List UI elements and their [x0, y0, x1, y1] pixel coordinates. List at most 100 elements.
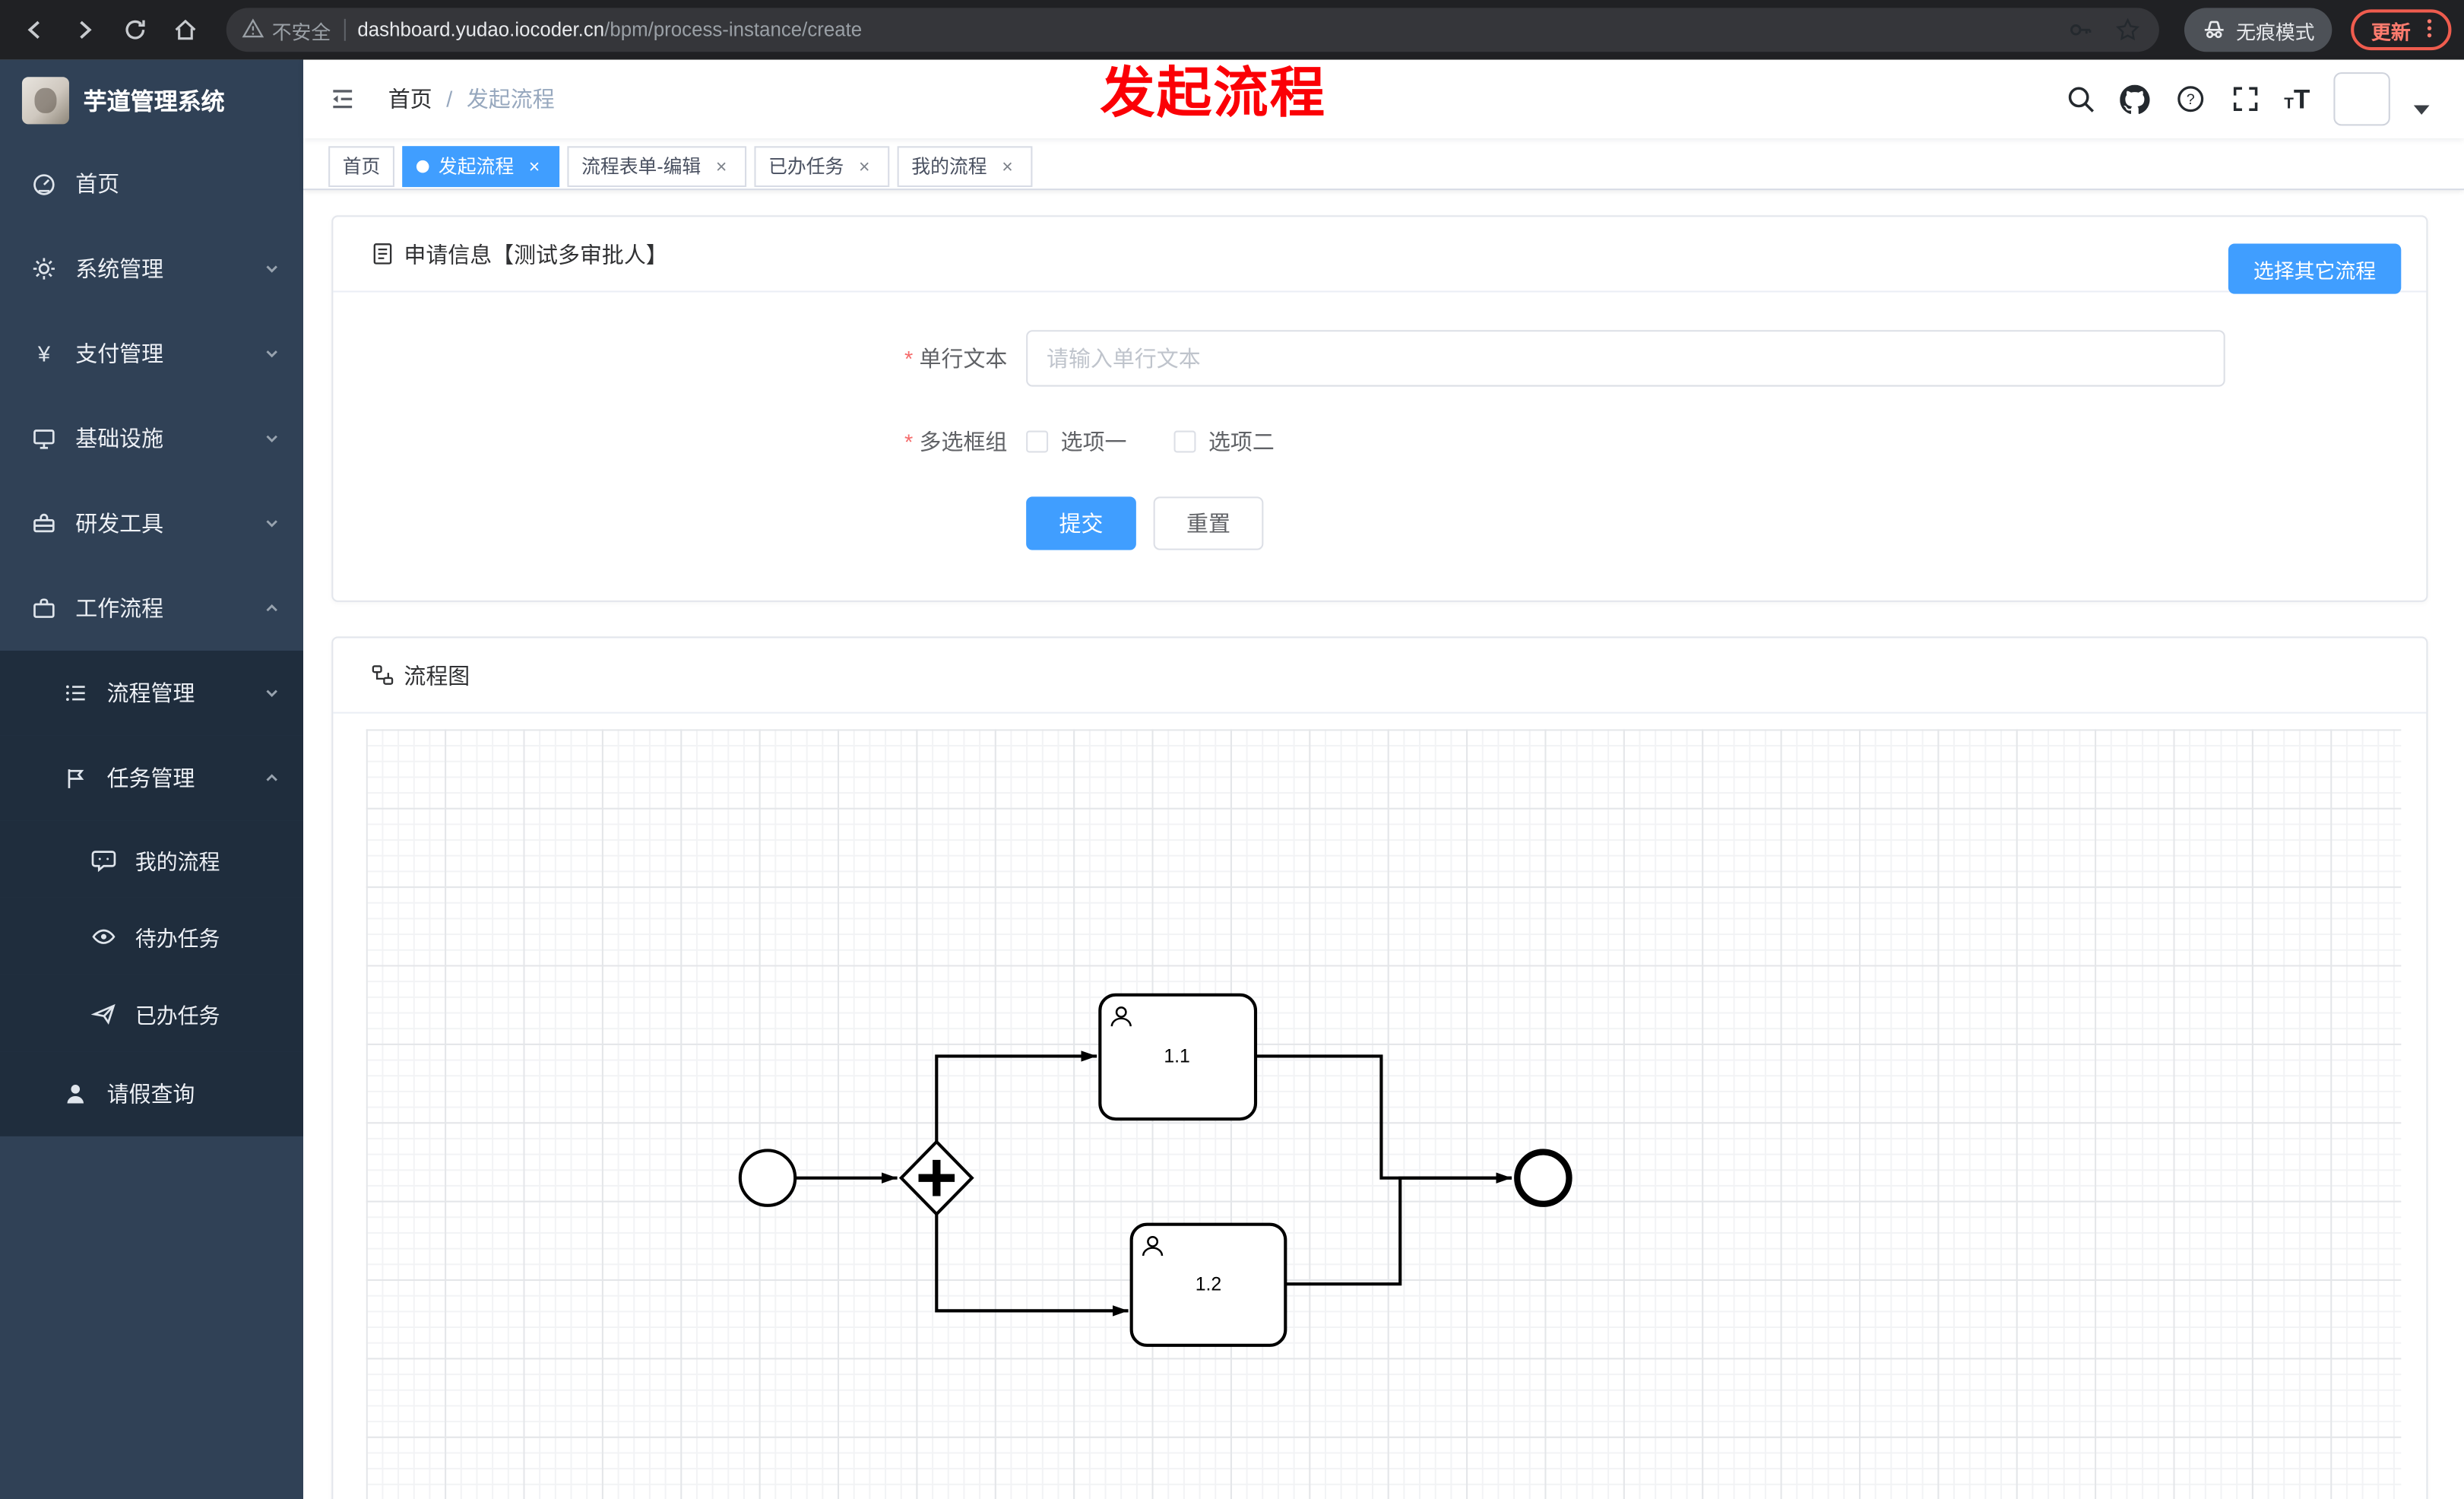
- sidebar-item-leave-query[interactable]: 请假查询: [0, 1051, 304, 1136]
- field-label: *单行文本: [904, 345, 1008, 371]
- star-icon[interactable]: [2112, 14, 2143, 46]
- bpmn-canvas[interactable]: 1.1 1.2: [366, 729, 2402, 1499]
- sidebar-item-label: 我的流程: [135, 849, 220, 873]
- reset-button[interactable]: 重置: [1153, 496, 1264, 550]
- checkbox-group: 选项一 选项二: [1026, 426, 1275, 457]
- user-icon: [1142, 1235, 1164, 1257]
- application-info-card: 申请信息【测试多审批人】 选择其它流程 *单行文本 *多选框组: [331, 215, 2428, 602]
- update-label: 更新: [2371, 21, 2411, 43]
- address-bar[interactable]: 不安全 dashboard.yudao.iocoder.cn/bpm/proce…: [226, 8, 2159, 52]
- sidebar-item-label: 首页: [75, 171, 120, 197]
- forward-icon[interactable]: [63, 8, 107, 52]
- user-task-2[interactable]: 1.2: [1129, 1222, 1287, 1347]
- tab-label: 首页: [342, 155, 381, 178]
- flow-task2-to-end[interactable]: [1285, 1176, 1512, 1286]
- update-button[interactable]: 更新: [2351, 9, 2452, 51]
- close-icon[interactable]: ×: [528, 154, 540, 177]
- sidebar-item-payment[interactable]: ¥ 支付管理: [0, 311, 303, 396]
- home-icon[interactable]: [163, 8, 207, 52]
- sidebar-item-label: 工作流程: [75, 595, 164, 621]
- parallel-gateway[interactable]: [898, 1139, 974, 1217]
- incognito-label: 无痕模式: [2236, 21, 2315, 43]
- start-event[interactable]: [738, 1149, 797, 1207]
- briefcase-icon: [31, 596, 56, 621]
- user-task-1[interactable]: 1.1: [1098, 993, 1258, 1121]
- choose-other-process-button[interactable]: 选择其它流程: [2228, 243, 2402, 294]
- chevron-down-icon: [262, 344, 281, 363]
- avatar[interactable]: [2333, 72, 2390, 126]
- tab-label: 发起流程: [438, 155, 515, 178]
- security-status[interactable]: 不安全: [242, 15, 331, 45]
- font-size-big-t: T: [2293, 84, 2310, 114]
- list-icon: [63, 680, 88, 705]
- flow-gateway-to-task2[interactable]: [935, 1214, 1129, 1317]
- security-label: 不安全: [271, 21, 331, 43]
- chevron-down-icon: [262, 683, 281, 702]
- checkbox-icon[interactable]: [1173, 430, 1196, 453]
- end-event[interactable]: [1514, 1149, 1572, 1207]
- checkbox-option-1[interactable]: 选项一: [1026, 426, 1126, 457]
- single-line-text-input[interactable]: [1026, 330, 2225, 387]
- checkbox-icon[interactable]: [1026, 430, 1049, 453]
- flow-task1-to-end[interactable]: [1256, 1054, 1512, 1184]
- document-icon: [371, 242, 394, 265]
- card-header: 申请信息【测试多审批人】: [333, 217, 2427, 293]
- key-icon[interactable]: [2065, 14, 2096, 46]
- checkbox-label: 选项二: [1208, 429, 1275, 455]
- monitor-icon: [31, 426, 56, 451]
- breadcrumb-home[interactable]: 首页: [388, 86, 432, 112]
- sidebar-item-home[interactable]: 首页: [0, 141, 303, 227]
- sidebar-item-done-tasks[interactable]: 已办任务: [0, 974, 304, 1052]
- sidebar-item-process-management[interactable]: 流程管理: [0, 650, 304, 736]
- incognito-badge: 无痕模式: [2184, 8, 2333, 52]
- chevron-down-icon: [262, 259, 281, 278]
- page-annotation: 发起流程: [1100, 62, 1327, 125]
- help-icon[interactable]: ?: [2174, 84, 2206, 115]
- tab-initiate-process[interactable]: 发起流程 ×: [402, 145, 560, 187]
- app-logo[interactable]: 芋道管理系统: [0, 60, 303, 142]
- close-icon[interactable]: ×: [1002, 154, 1013, 177]
- sidebar-item-devtools[interactable]: 研发工具: [0, 481, 303, 566]
- tab-done-tasks[interactable]: 已办任务 ×: [754, 145, 890, 187]
- font-size-small-t: T: [2284, 95, 2294, 113]
- fullscreen-icon[interactable]: [2229, 84, 2260, 115]
- chevron-down-icon: [262, 429, 281, 448]
- caret-down-icon[interactable]: [2413, 105, 2430, 115]
- search-icon[interactable]: [2064, 84, 2095, 115]
- sidebar-item-label: 流程管理: [106, 680, 195, 706]
- sidebar-item-workflow[interactable]: 工作流程: [0, 566, 303, 651]
- url-text[interactable]: dashboard.yudao.iocoder.cn/bpm/process-i…: [357, 19, 2064, 41]
- sidebar-item-task-management[interactable]: 任务管理: [0, 735, 304, 821]
- tab-process-form-edit[interactable]: 流程表单-编辑 ×: [567, 145, 747, 187]
- checkbox-option-2[interactable]: 选项二: [1173, 426, 1275, 457]
- hamburger-icon[interactable]: [325, 82, 359, 116]
- logo-avatar: [21, 77, 69, 125]
- sidebar-item-label: 支付管理: [75, 341, 164, 366]
- submit-button[interactable]: 提交: [1026, 496, 1136, 550]
- back-icon[interactable]: [13, 8, 57, 52]
- gear-icon: [31, 256, 56, 281]
- close-icon[interactable]: ×: [715, 154, 727, 177]
- sidebar-item-todo-tasks[interactable]: 待办任务: [0, 897, 304, 975]
- task-label: 1.2: [1196, 1274, 1221, 1295]
- sidebar-item-my-process[interactable]: 我的流程: [0, 820, 304, 898]
- reload-icon[interactable]: [113, 8, 157, 52]
- breadcrumb: 首页 / 发起流程: [388, 84, 555, 115]
- flow-gateway-to-task1[interactable]: [935, 1051, 1097, 1142]
- sidebar-item-infrastructure[interactable]: 基础设施: [0, 396, 303, 481]
- menu-dots-icon[interactable]: [2417, 15, 2442, 45]
- plus-icon: [918, 1159, 955, 1196]
- tab-my-process[interactable]: 我的流程 ×: [897, 145, 1033, 187]
- sidebar-item-system[interactable]: 系统管理: [0, 227, 303, 312]
- chevron-down-icon: [262, 514, 281, 533]
- sidebar-item-label: 已办任务: [135, 1003, 220, 1028]
- process-form: *单行文本 *多选框组 选项一: [333, 293, 2426, 585]
- tab-home[interactable]: 首页: [328, 145, 394, 187]
- close-icon[interactable]: ×: [859, 154, 870, 177]
- breadcrumb-separator: /: [446, 86, 453, 112]
- required-asterisk: *: [904, 345, 914, 371]
- github-icon[interactable]: [2119, 84, 2150, 115]
- app-title: 芋道管理系统: [83, 88, 225, 116]
- chat-icon: [91, 846, 116, 872]
